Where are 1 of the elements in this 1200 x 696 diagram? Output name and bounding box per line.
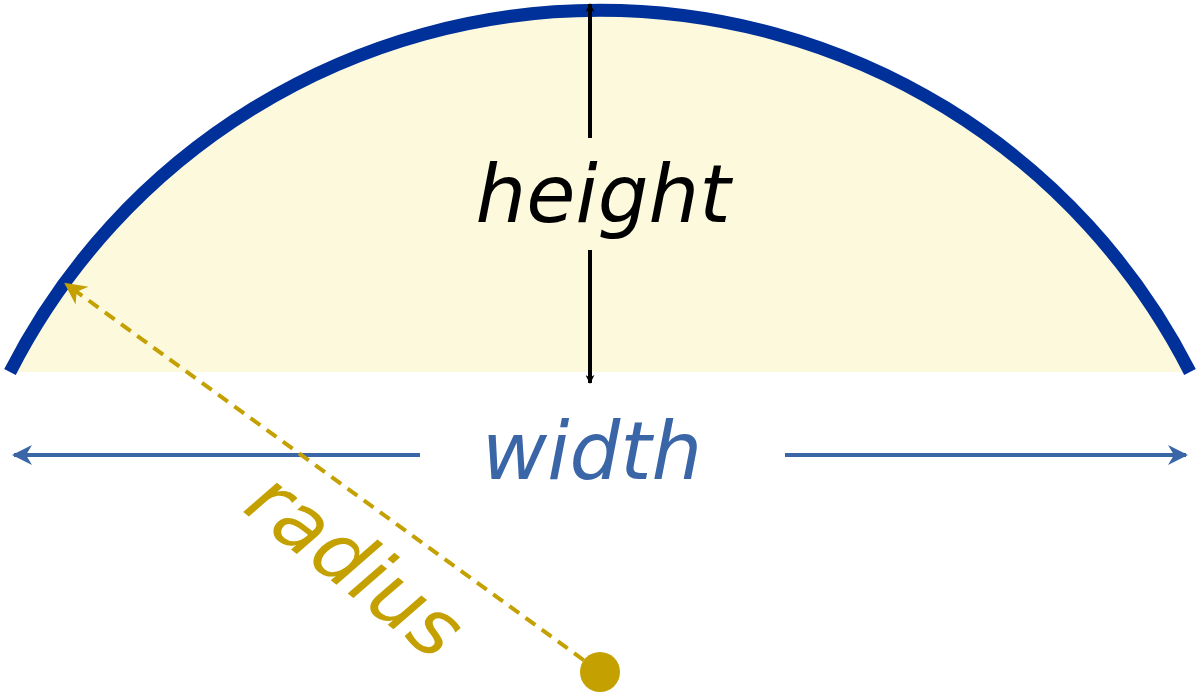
dimension-label: width (481, 412, 703, 492)
